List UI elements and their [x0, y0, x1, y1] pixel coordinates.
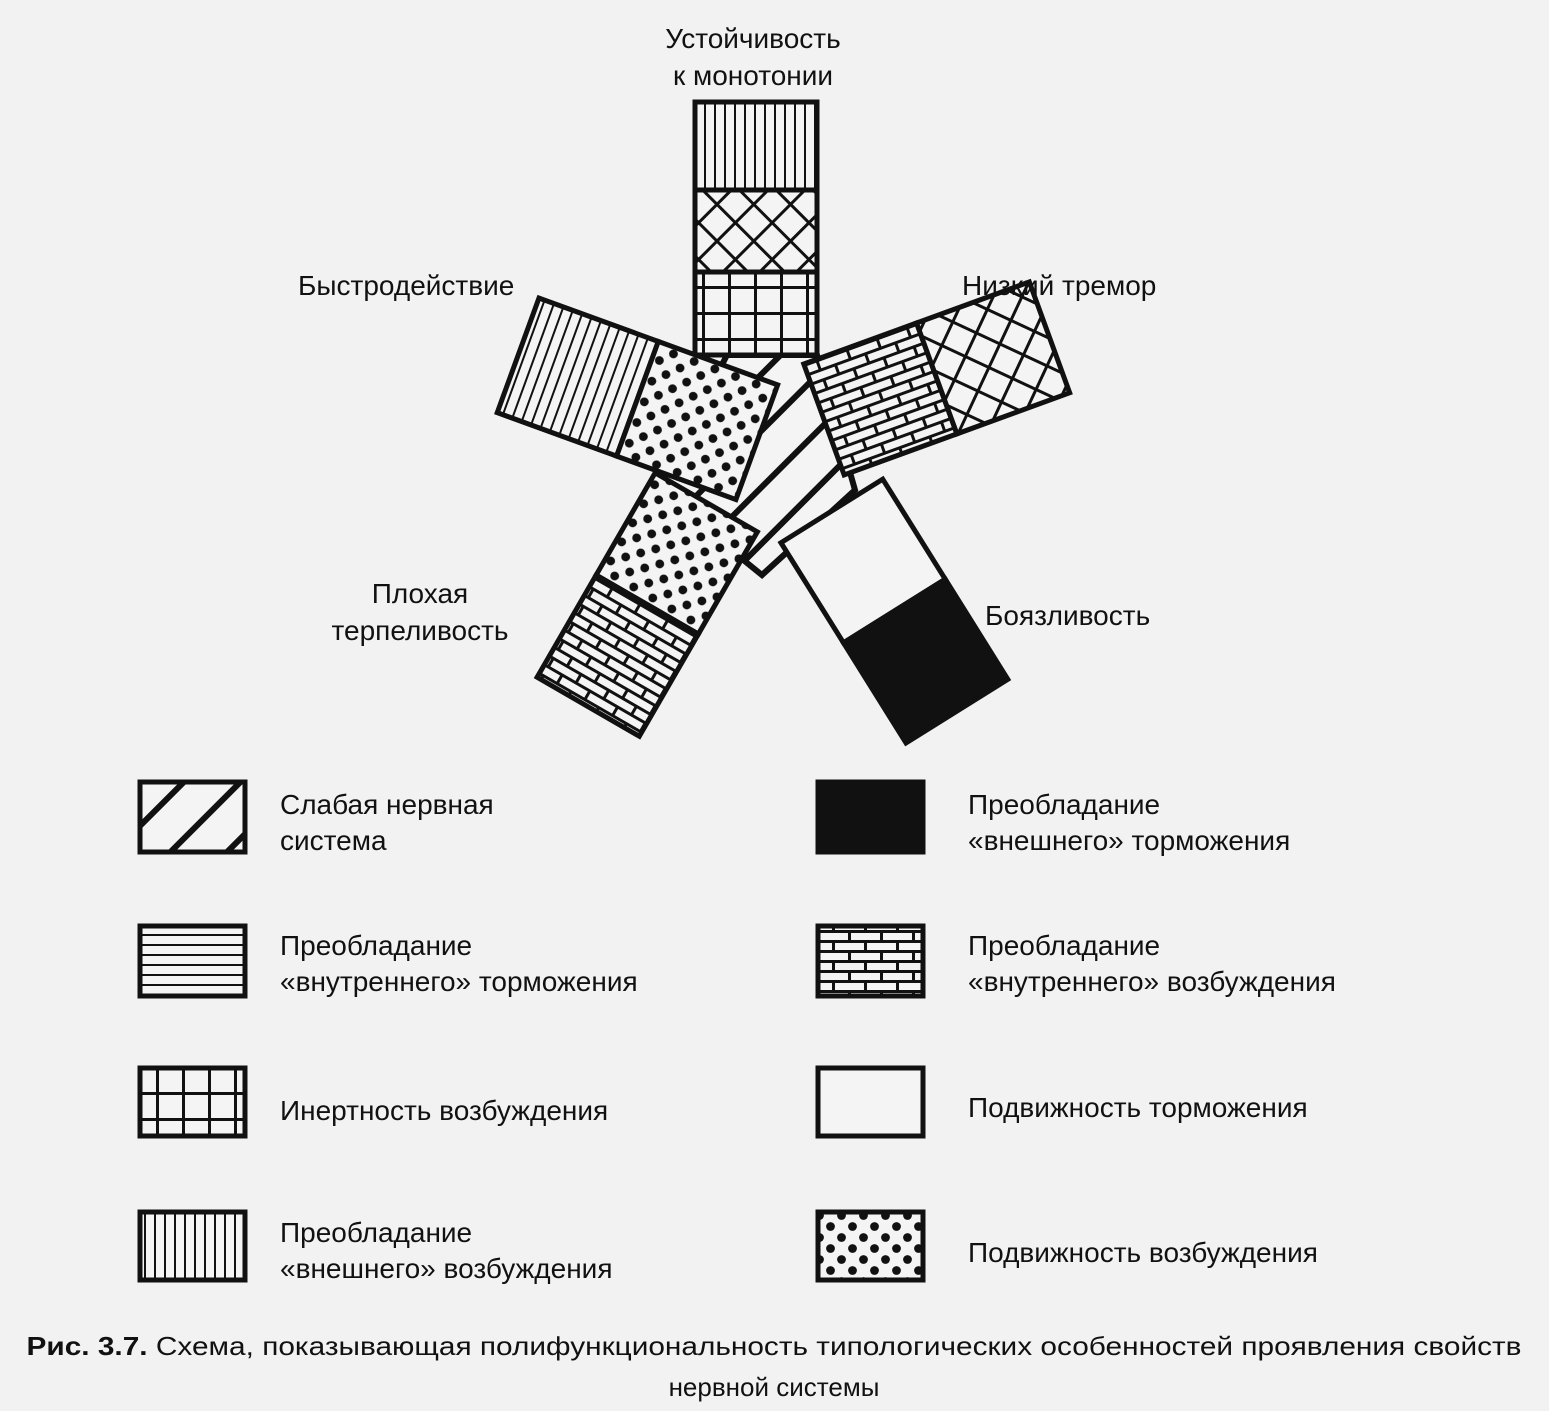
legend-item-mobility-excitation: Подвижность возбуждения — [815, 1209, 1318, 1283]
legend-label: Преобладание — [280, 1217, 472, 1248]
legend-swatch-grid — [137, 1065, 248, 1139]
arm-lower-left — [533, 469, 761, 740]
legend-item-weak-nervous-system: Слабая нервная система — [137, 779, 494, 856]
legend-label: Подвижность торможения — [968, 1092, 1308, 1123]
legend-swatch-brick — [815, 923, 926, 999]
arm-lower-right — [777, 475, 1012, 747]
legend-item-external-inhibition: Преобладание «внешнего» торможения — [815, 779, 1290, 856]
legend-label: «внешнего» торможения — [968, 825, 1290, 856]
legend-label: Слабая нервная — [280, 789, 494, 820]
figure-number: Рис. 3.7. — [27, 1331, 148, 1361]
label-fearfulness: Боязливость — [985, 600, 1150, 631]
legend-item-external-excitation: Преобладание «внешнего» возбуждения — [137, 1209, 613, 1284]
label-poor-patience-1: Плохая — [372, 578, 468, 609]
legend-label: «внешнего» возбуждения — [280, 1253, 613, 1284]
legend-label: Преобладание — [968, 789, 1160, 820]
label-low-tremor: Низкий тремор — [962, 270, 1156, 301]
legend-swatch-horizontal — [137, 923, 248, 999]
legend-swatch-vertical — [137, 1209, 248, 1283]
legend-label: Преобладание — [968, 930, 1160, 961]
legend-label: Преобладание — [280, 930, 472, 961]
legend-item-internal-inhibition: Преобладание «внутреннего» торможения — [137, 923, 638, 999]
arm-lower-left-square-brick — [533, 571, 702, 740]
legend-swatch-blank — [815, 1065, 926, 1139]
legend-swatch-solid — [815, 779, 926, 855]
label-poor-patience-2: терпеливость — [332, 615, 509, 646]
arm-top-square-grid — [692, 269, 820, 358]
arm-top-square-crosshatch — [692, 187, 820, 275]
legend-item-internal-excitation: Преобладание «внутреннего» возбуждения — [815, 923, 1336, 999]
arm-top-square-vertical — [692, 99, 820, 193]
legend-label: Инертность возбуждения — [280, 1095, 608, 1126]
label-speed: Быстродействие — [298, 270, 514, 301]
legend-label: Подвижность возбуждения — [968, 1237, 1318, 1268]
arm-upper-left — [494, 294, 781, 503]
label-stability-2: к монотонии — [673, 60, 833, 91]
caption-line1: Схема, показывающая полифункциональность… — [156, 1331, 1522, 1361]
arm-lower-right-square-solid — [840, 575, 1012, 747]
legend-swatch-diagonal — [137, 779, 248, 855]
arm-top — [692, 99, 820, 358]
arm-upper-left-square-dots — [613, 338, 781, 503]
legend-item-inertness-excitation: Инертность возбуждения — [137, 1065, 608, 1139]
legend-item-mobility-inhibition: Подвижность торможения — [815, 1065, 1308, 1139]
arm-upper-right — [800, 278, 1073, 479]
caption-line2: нервной системы — [669, 1372, 880, 1402]
legend: Слабая нервная система Преобладание «вне… — [137, 779, 1336, 1284]
arm-upper-right-square-crosshatch — [913, 278, 1073, 438]
legend-label: система — [280, 825, 387, 856]
legend-label: «внутреннего» торможения — [280, 966, 638, 997]
legend-label: «внутреннего» возбуждения — [968, 966, 1336, 997]
legend-swatch-dots — [815, 1209, 926, 1283]
label-stability-1: Устойчивость — [665, 23, 840, 54]
figure-caption: Рис. 3.7. Схема, показывающая полифункци… — [27, 1331, 1522, 1361]
